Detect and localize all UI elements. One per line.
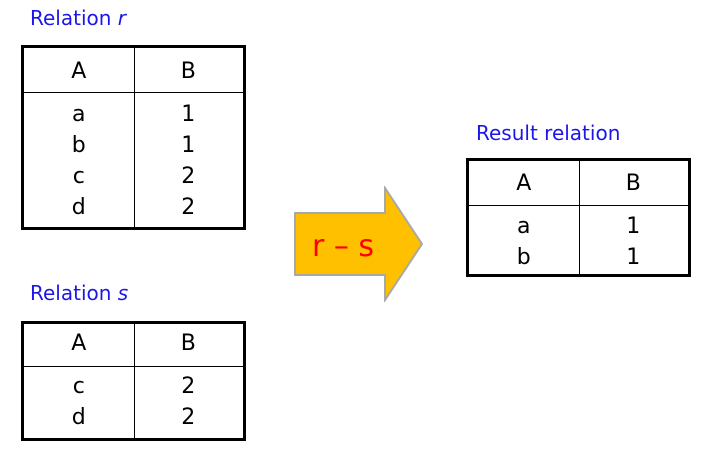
relation-s-cell: 2 [181, 405, 196, 430]
result-cell: b [516, 245, 531, 270]
relation-s-title-var: s [117, 281, 129, 305]
relation-r-header-a: A [71, 59, 87, 84]
relation-r-table: A B a 1 b 1 c 2 d 2 [21, 45, 246, 230]
relation-r-title-var: r [117, 6, 127, 30]
relation-r-header-b: B [180, 59, 196, 84]
relation-s-header-a: A [71, 331, 87, 356]
result-header-a: A [516, 171, 532, 196]
arrow-shape [294, 186, 424, 302]
header-divider [24, 92, 243, 93]
result-header-b: B [625, 171, 641, 196]
header-divider [469, 205, 688, 206]
relation-r-title: Relation r [30, 6, 126, 30]
result-cell: a [517, 214, 531, 239]
relation-r-cell: 1 [181, 133, 196, 158]
relation-s-cell: c [72, 374, 85, 399]
relation-r-cell: 2 [181, 195, 196, 220]
result-relation-table: A B a 1 b 1 [466, 158, 691, 277]
relation-r-cell: b [71, 133, 86, 158]
relation-r-cell: a [72, 102, 86, 127]
column-divider [133, 48, 135, 227]
relation-r-cell: c [72, 164, 85, 189]
result-relation-title: Result relation [476, 121, 621, 145]
relation-r-title-prefix: Relation [30, 6, 118, 30]
relation-r-cell: 1 [181, 102, 196, 127]
result-cell: 1 [626, 214, 641, 239]
relation-s-header-b: B [180, 331, 196, 356]
relation-s-title: Relation s [30, 281, 128, 305]
relation-r-cell: d [71, 195, 86, 220]
relation-r-cell: 2 [181, 164, 196, 189]
relation-s-cell: d [71, 405, 86, 430]
relation-s-title-prefix: Relation [30, 281, 118, 305]
column-divider [133, 324, 135, 438]
right-arrow-icon: r – s [294, 186, 424, 302]
column-divider [578, 161, 580, 274]
result-cell: 1 [626, 245, 641, 270]
relation-s-cell: 2 [181, 374, 196, 399]
operation-label: r – s [312, 229, 374, 264]
header-divider [24, 366, 243, 367]
relation-s-table: A B c 2 d 2 [21, 321, 246, 441]
